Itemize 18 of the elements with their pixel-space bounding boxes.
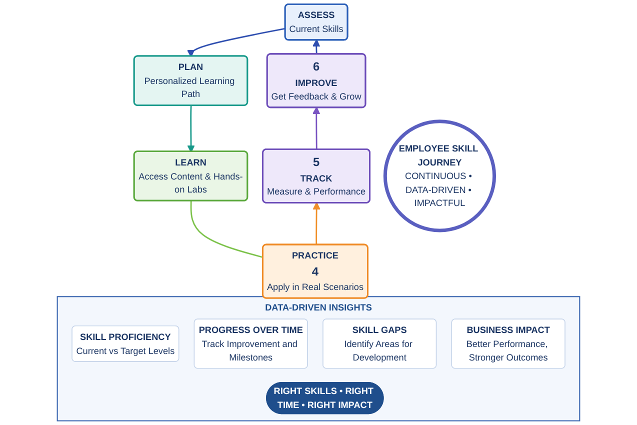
arrow	[312, 106, 320, 150]
step-card: 5 TRACK Measure & Performance	[262, 148, 370, 204]
center-circle: EMPLOYEE SKILL JOURNEY CONTINUOUS • DATA-DRIVEN • IMPACTFUL	[383, 120, 496, 232]
insight-item: SKILL PROFICIENCY Current vs Target Levels	[72, 325, 180, 362]
step-card: LEARN Access Content & Hands-on Labs	[133, 150, 248, 202]
arrow	[187, 106, 195, 153]
connector-line	[190, 200, 264, 258]
step-card: ASSESS Current Skills	[284, 4, 348, 41]
step-card: PRACTICE 4 Apply in Real Scenarios	[262, 244, 368, 299]
arrow	[312, 202, 320, 245]
insight-item: BUSINESS IMPACT Better Performance, Stronger Outcomes	[451, 318, 566, 369]
insight-item: SKILL GAPS Identify Areas for Development	[322, 318, 437, 369]
insight-item: PROGRESS OVER TIME Track Improvement and Milestones	[194, 318, 308, 369]
arrow	[312, 39, 320, 54]
tagline-band: RIGHT SKILLS • RIGHT TIME • RIGHT IMPACT	[266, 382, 384, 414]
step-card: PLAN Personalized Learning Path	[133, 55, 248, 106]
step-card: 6 IMPROVE Get Feedback & Grow	[266, 53, 366, 108]
arrow	[187, 28, 286, 58]
